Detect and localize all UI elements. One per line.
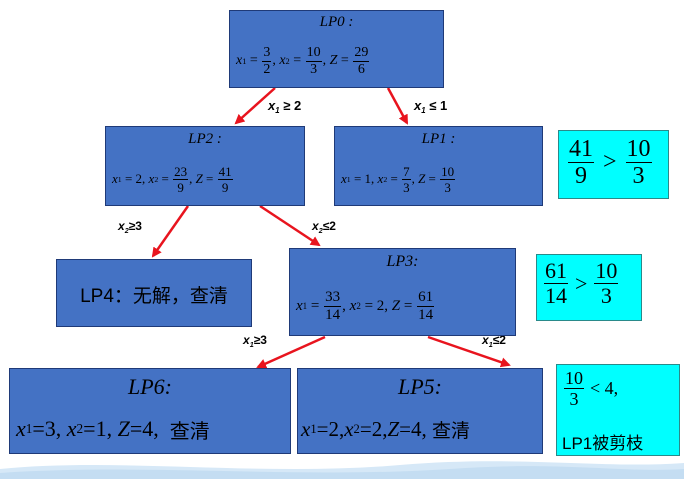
node-lp1-title: LP1 : [421, 131, 456, 147]
node-lp0-title: LP0 : [319, 14, 354, 30]
note-pruned-text: LP1被剪枝 [562, 434, 644, 453]
edge-lp3-lp5 [427, 335, 511, 368]
edge-label-e6: x1≤2 [482, 333, 506, 349]
bottom-wave-decoration [0, 461, 684, 479]
edge-label-e3: x2≥3 [118, 219, 142, 235]
edge-label-e1: x1 ≥ 2 [268, 98, 302, 115]
edge-lp3-lp6 [256, 335, 326, 369]
node-lp3-title: LP3: [386, 253, 419, 270]
edge-label-e4: x2≤2 [312, 219, 336, 235]
edge-lp2-lp4 [151, 205, 190, 258]
node-lp2-title: LP2 : [188, 131, 222, 147]
node-lp5-title: LP5: [398, 374, 442, 399]
node-lp6-title: LP6: [128, 374, 172, 399]
edge-label-e2: x1 ≤ 1 [414, 98, 448, 115]
edge-lp0-lp2 [234, 87, 276, 125]
node-lp4: LP4：无解，查清 [56, 259, 252, 327]
node-lp4-text: LP4：无解，查清 [80, 286, 228, 307]
edge-lp2-lp3 [259, 204, 321, 247]
edge-label-e5: x1≥3 [243, 333, 267, 349]
edge-lp0-lp1 [386, 87, 409, 125]
